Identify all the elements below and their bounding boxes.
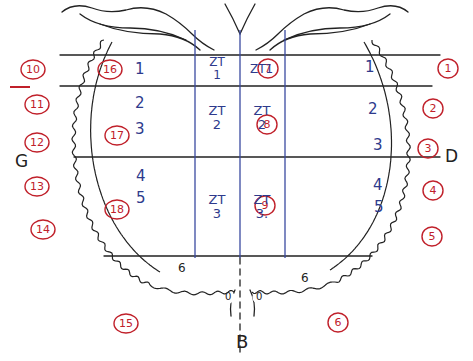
side-letter: G (15, 153, 28, 171)
outline-edge (72, 40, 150, 285)
callout-number: 10 (26, 64, 40, 75)
callout-circle: 4 (422, 180, 444, 201)
outline-edge (91, 42, 160, 272)
zone-label: ZT 3. (247, 193, 277, 220)
zone-label: 3 (135, 122, 145, 138)
callout-number: 17 (110, 130, 124, 141)
callout-number: 1 (445, 63, 452, 74)
zone-label: 4 (136, 169, 146, 185)
callout-number: 18 (110, 204, 124, 215)
callout-circle: 13 (24, 176, 50, 197)
outline-edge (150, 285, 234, 295)
callout-number: 4 (430, 185, 437, 196)
zone-label: 1 (365, 60, 375, 76)
callout-circle: 3 (417, 138, 439, 159)
outline-edge (252, 282, 335, 294)
callout-circle: 12 (24, 132, 50, 153)
zone-label: ZT 3 (205, 193, 229, 220)
callout-number: 14 (36, 224, 50, 235)
zone-label: 4 (373, 178, 383, 194)
callout-circle: 16 (97, 59, 123, 80)
callout-number: 16 (103, 64, 117, 75)
callout-number: 2 (430, 103, 437, 114)
zone-label: 0 (256, 292, 262, 303)
callout-number: 6 (335, 317, 342, 328)
zone-label: 0 (225, 292, 231, 303)
callout-number: 5 (429, 231, 436, 242)
callout-number: 12 (30, 137, 44, 148)
callout-number: 15 (119, 318, 133, 329)
zone-label: 1 (135, 62, 145, 78)
zone-label: ZT1 (250, 63, 273, 76)
callout-circle: 5 (421, 226, 443, 247)
zone-label: ZT 1 (205, 56, 229, 81)
zone-label: 6 (178, 262, 186, 275)
callout-circle: 14 (30, 219, 56, 240)
zone-label: ZT 2 (205, 104, 229, 131)
side-letter: B (236, 333, 248, 352)
side-letter: D (445, 148, 458, 166)
callout-circle: 6 (327, 312, 349, 333)
callout-number: 13 (30, 181, 44, 192)
outline-edge (330, 42, 392, 270)
zone-label: 2 (135, 96, 145, 112)
zone-label: 6 (301, 272, 309, 285)
callout-circle: 11 (24, 94, 50, 115)
callout-number: 3 (425, 143, 432, 154)
zone-label: 3 (373, 138, 383, 154)
callout-circle: 1 (437, 58, 459, 79)
callout-circle: 2 (422, 98, 444, 119)
callout-circle: 10 (20, 59, 46, 80)
callout-circle: 17 (104, 125, 130, 146)
zone-label: 5 (374, 200, 384, 216)
callout-number: 11 (30, 99, 44, 110)
zone-label: 5 (136, 191, 146, 207)
zone-label: 2 (368, 102, 378, 118)
callout-circle: 15 (113, 313, 139, 334)
callout-circle: 18 (104, 199, 130, 220)
outline-edge (335, 40, 410, 282)
zone-label: ZT 2 (250, 104, 274, 131)
